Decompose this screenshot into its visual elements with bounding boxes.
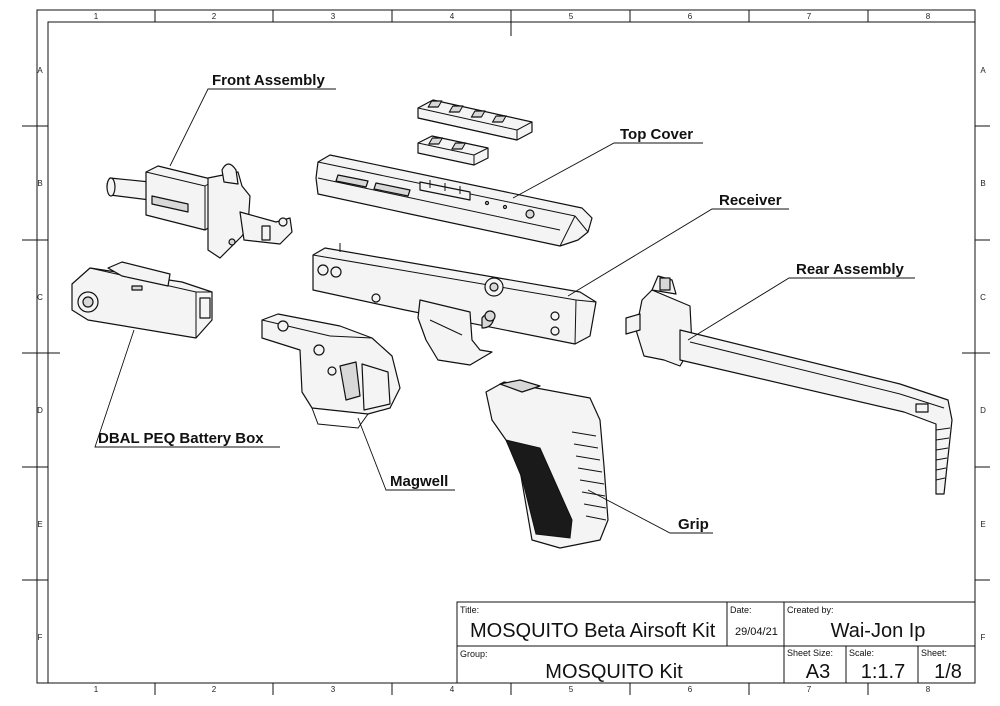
leader-top-cover [512,142,703,199]
row-label-right-a: A [980,66,986,75]
col-label-top-7: 7 [807,12,812,21]
magwell-part [261,313,401,429]
col-label-top-2: 2 [212,12,217,21]
col-label-top-6: 6 [688,12,693,21]
col-label-bottom-1: 1 [94,685,99,694]
col-label-top-5: 5 [569,12,574,21]
leader-grip [587,489,713,534]
col-label-bottom-4: 4 [450,685,455,694]
col-label-bottom-8: 8 [926,685,931,694]
col-label-bottom-2: 2 [212,685,217,694]
receiver-part [312,243,597,366]
date-label: Date: [730,605,752,615]
sheet-size-label: Sheet Size: [787,648,833,658]
col-label-top-4: 4 [450,12,455,21]
row-label-left-b: B [37,179,42,188]
leader-magwell [357,417,455,491]
row-label-right-f: F [981,633,986,642]
row-label-left-c: C [37,293,43,302]
title-block: Title: MOSQUITO Beta Airsoft Kit Date: 2… [456,601,976,684]
label-top-cover: Top Cover [620,126,693,143]
group-value: MOSQUITO Kit [545,661,683,683]
row-label-right-d: D [980,406,986,415]
col-label-top-8: 8 [926,12,931,21]
sheet-size-value: A3 [806,661,830,683]
title-value: MOSQUITO Beta Airsoft Kit [470,620,716,642]
col-label-bottom-7: 7 [807,685,812,694]
created-by-label: Created by: [787,605,834,615]
created-by-value: Wai-Jon Ip [831,620,926,642]
row-label-right-e: E [980,520,985,529]
group-label: Group: [460,649,488,659]
label-grip: Grip [678,516,709,533]
leader-battery-box [94,329,280,448]
col-label-bottom-6: 6 [688,685,693,694]
callout-labels: Front Assembly Top Cover Receiver Rear A… [98,72,904,533]
row-label-left-f: F [38,633,43,642]
sheet-label: Sheet: [921,648,947,658]
title-label: Title: [460,605,479,615]
col-label-top-3: 3 [331,12,336,21]
scale-value: 1:1.7 [861,661,905,683]
leader-rear-assembly [687,277,915,341]
scale-label: Scale: [849,648,874,658]
col-label-bottom-3: 3 [331,685,336,694]
label-magwell: Magwell [390,473,448,490]
leader-front-assembly [169,88,336,167]
row-label-right-b: B [980,179,985,188]
col-label-top-1: 1 [94,12,99,21]
rear-assembly-part [625,275,953,495]
sheet-value: 1/8 [934,661,962,683]
top-cover-part [315,154,593,247]
leader-lines [94,88,915,534]
outer-border [36,9,976,684]
date-value: 29/04/21 [735,626,778,638]
row-label-right-c: C [980,293,986,302]
leader-receiver [567,208,789,297]
front-assembly-part [106,163,293,259]
label-rear-assembly: Rear Assembly [796,261,904,278]
top-rail-upper [417,99,533,141]
battery-box-part [71,261,213,339]
grip-part [485,379,609,549]
col-label-bottom-5: 5 [569,685,574,694]
row-label-left-e: E [37,520,42,529]
label-receiver: Receiver [719,192,782,209]
label-front-assembly: Front Assembly [212,72,325,89]
zone-row-labels: A B C D E F A B C D E F [37,66,986,642]
label-battery-box: DBAL PEQ Battery Box [98,430,264,447]
row-label-left-a: A [37,66,43,75]
zone-ticks [22,10,990,695]
zone-column-labels: 1 2 3 4 5 6 7 8 1 2 3 4 5 6 7 8 [94,12,931,694]
row-label-left-d: D [37,406,43,415]
top-rail-lower [417,135,489,166]
